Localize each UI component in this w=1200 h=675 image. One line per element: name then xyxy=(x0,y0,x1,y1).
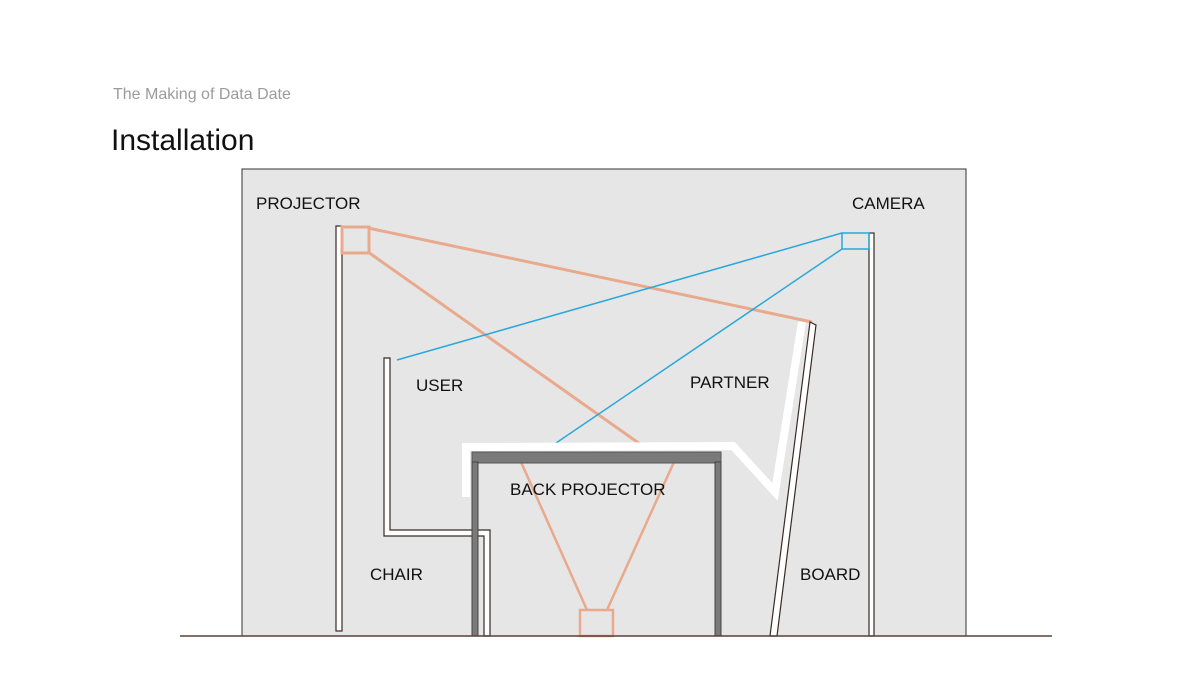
table-leg-right xyxy=(714,461,722,637)
label-board: BOARD xyxy=(800,565,860,584)
back-projector-table xyxy=(471,451,722,638)
camera-icon xyxy=(841,232,870,250)
camera-view-lines xyxy=(396,232,843,444)
label-user: USER xyxy=(416,376,463,395)
label-camera: CAMERA xyxy=(852,194,925,213)
back-projector-beams xyxy=(519,461,676,611)
page-subtitle: The Making of Data Date xyxy=(113,86,291,103)
table-leg-left xyxy=(471,461,479,637)
partner-outline xyxy=(462,321,806,501)
table-top xyxy=(471,451,722,464)
label-projector: PROJECTOR xyxy=(256,194,361,213)
label-back-projector: BACK PROJECTOR xyxy=(510,480,666,499)
label-chair: CHAIR xyxy=(370,565,423,584)
page-title: Installation xyxy=(111,124,255,157)
projector-beams xyxy=(367,226,813,446)
room-panel xyxy=(241,168,967,637)
projector-icon xyxy=(340,225,371,255)
label-partner: PARTNER xyxy=(690,373,770,392)
projector-stand xyxy=(335,225,371,632)
